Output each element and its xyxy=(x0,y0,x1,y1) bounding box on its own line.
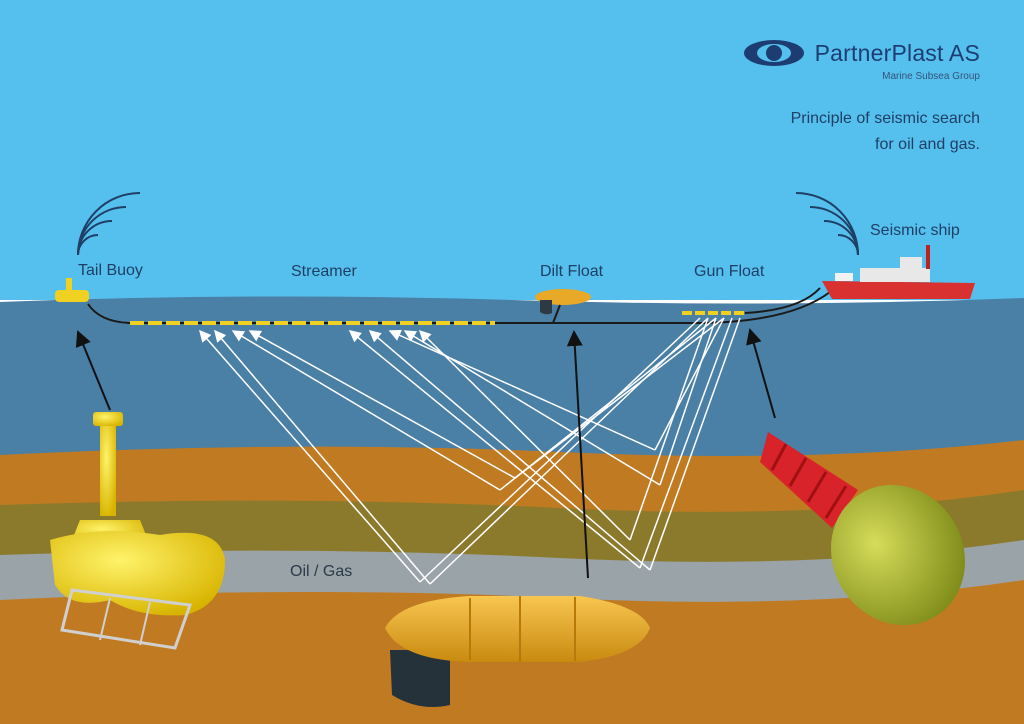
label-seismic-ship: Seismic ship xyxy=(870,222,960,239)
label-dilt-float: Dilt Float xyxy=(540,263,604,280)
caption-line-2: for oil and gas. xyxy=(875,136,980,153)
tail-buoy-signal-icon xyxy=(77,192,141,256)
sky xyxy=(0,0,1024,300)
tail-buoy-closeup-icon xyxy=(50,412,225,650)
seismic-rays xyxy=(199,317,741,585)
label-oil-gas: Oil / Gas xyxy=(290,563,353,580)
dilt-float-surface-icon xyxy=(535,289,591,324)
label-gun-float: Gun Float xyxy=(694,263,765,280)
label-streamer: Streamer xyxy=(291,263,357,280)
dilt-float-closeup-icon xyxy=(385,596,650,708)
brand-name: PartnerPlast AS xyxy=(814,40,980,66)
diagram-caption: Principle of seismic search for oil and … xyxy=(791,106,980,158)
pointer-arrows xyxy=(75,328,776,579)
caption-line-1: Principle of seismic search xyxy=(790,110,980,127)
streamer-cable xyxy=(87,303,700,324)
gun-float-closeup-icon xyxy=(760,432,966,626)
brand-subtitle: Marine Subsea Group xyxy=(882,71,980,82)
tail-buoy-surface-icon xyxy=(55,278,89,302)
ship-signal-icon xyxy=(795,192,859,256)
label-tail-buoy: Tail Buoy xyxy=(78,262,143,279)
brand-block: PartnerPlast AS Marine Subsea Group xyxy=(815,40,980,82)
seismic-ship-icon xyxy=(822,245,975,299)
partnerplast-logo-icon xyxy=(744,40,804,66)
